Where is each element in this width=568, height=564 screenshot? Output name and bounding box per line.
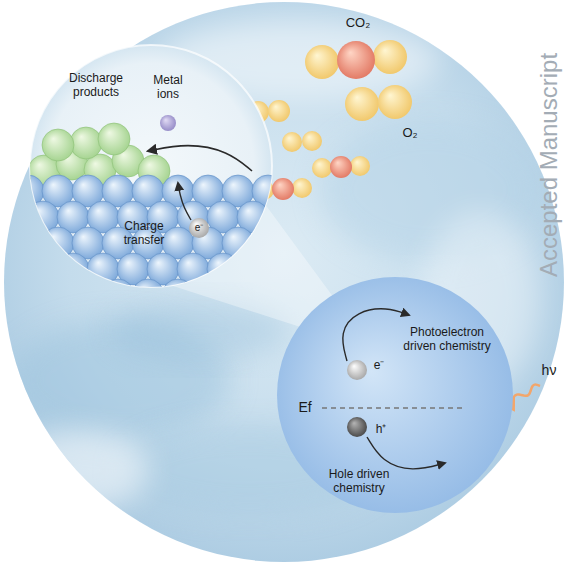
- o2-label: O₂: [402, 125, 417, 140]
- zoom-circle: [30, 45, 272, 287]
- metal-ions-label: Metal ions: [142, 73, 194, 102]
- fermi-level-label: Ef: [292, 399, 318, 416]
- metal-ion: [160, 115, 176, 131]
- photon-label: hν: [542, 362, 557, 378]
- photoelectron-arrow: [343, 309, 409, 361]
- electron-sphere: [189, 218, 209, 238]
- hole-arrow: [367, 437, 445, 469]
- watermark: Accepted Manuscript: [535, 53, 563, 277]
- deposition-arrow: [148, 146, 252, 171]
- electron-sphere: [347, 360, 367, 380]
- node-outline: [277, 277, 513, 513]
- electrode-lattice: [0, 123, 329, 311]
- charge-transfer-label: Charge transfer: [114, 219, 174, 248]
- electron-label: e⁻: [188, 222, 210, 234]
- node-outline: [28, 43, 274, 289]
- hole-sphere: [347, 417, 367, 437]
- photoelectron-label: Photoelectron driven chemistry: [397, 325, 497, 354]
- particle-circle: [277, 277, 513, 513]
- co2-label: CO₂: [346, 15, 371, 30]
- electron-label: e⁻: [368, 358, 390, 372]
- magnified-surface: Discharge productsMetal ionsCharge trans…: [28, 43, 274, 289]
- hole-label: h⁺: [370, 422, 392, 436]
- semiconductor-particle: Photoelectron driven chemistry e⁻ Ef h⁺ Hole…: [277, 277, 513, 513]
- charge-transfer-arrow: [178, 183, 191, 220]
- hole-chemistry-label: Hole driven chemistry: [320, 467, 398, 496]
- cloud-texture: [10, 20, 540, 515]
- fermi-level-line: [322, 407, 462, 409]
- sky-circle: [4, 2, 564, 562]
- discharge-products-label: Discharge products: [51, 71, 141, 100]
